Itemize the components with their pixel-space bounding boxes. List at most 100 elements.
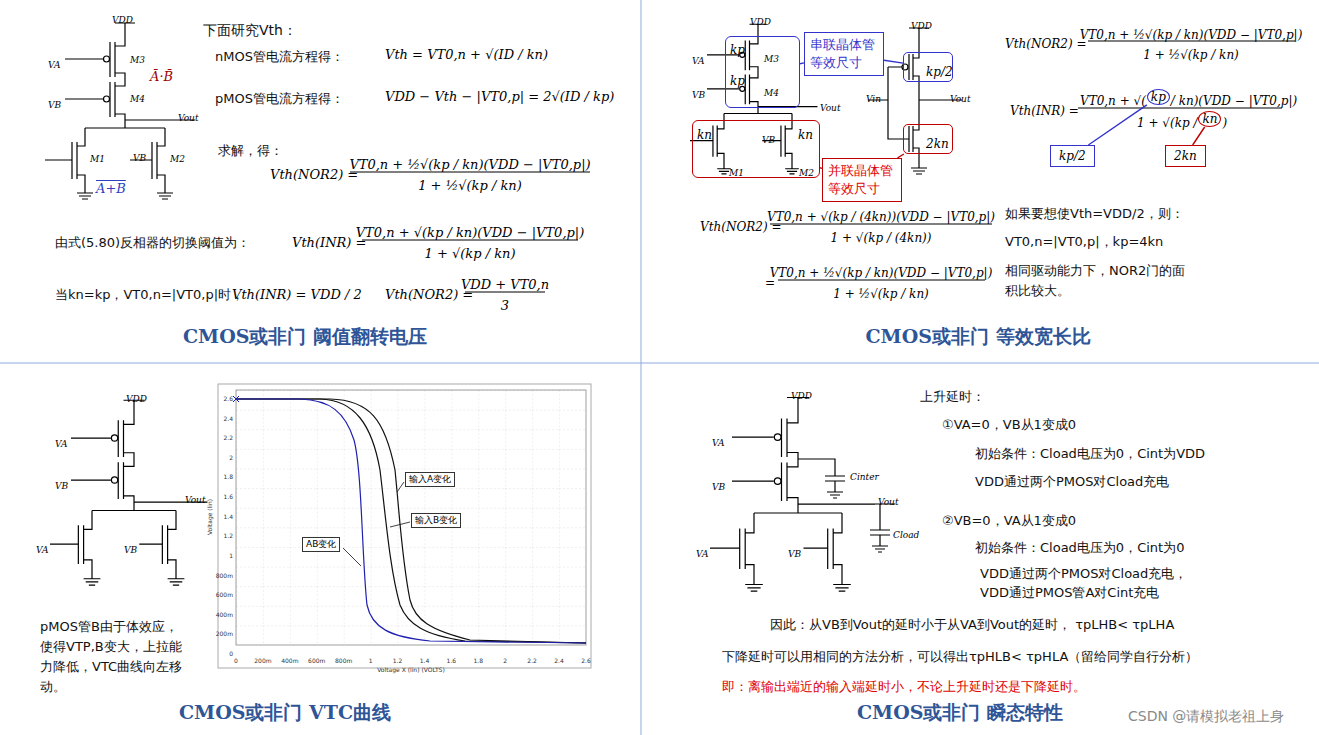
label-text: A+B: [96, 181, 126, 196]
label-box: 因此：从VB到Vout的延时小于从VA到Vout的延时， τpLHB< τpLH…: [770, 614, 1174, 634]
label-box: pMOS管电流方程得：: [215, 88, 344, 108]
label-text: 相同驱动能力下，NOR2门的面积比较大。: [1005, 263, 1185, 298]
label-text: VDD: [750, 17, 771, 27]
label-text: VA: [36, 545, 48, 555]
label-text: 1.8: [474, 657, 484, 664]
label-text: VT0,n + ½√(kp / kn)(VDD − |VT0,p|): [349, 157, 590, 172]
label-text: 200m: [216, 630, 233, 637]
label-text: Vth(NOR2) =: [1005, 37, 1086, 51]
node-text: 输入A变化: [409, 473, 451, 486]
text-slot: M1: [729, 161, 744, 180]
text-slot: kp: [730, 39, 745, 58]
label-text: 0: [229, 650, 233, 657]
label-box: M1: [90, 147, 105, 166]
callout-box: 并联晶体管等效尺寸: [822, 158, 902, 202]
label-text: Cinter: [850, 472, 879, 482]
label-box: 上升延时：: [920, 386, 985, 406]
label-box: VT0,n + √(kp / (4kn))(VDD − |VT0,p|): [767, 206, 995, 225]
label-text: VDD: [791, 391, 812, 401]
node-text: kp: [730, 74, 745, 88]
label-text: 1 + √(kp /: [1137, 116, 1197, 130]
label-box: CMOS或非门 瞬态特性: [857, 700, 1063, 726]
label-text: VB: [55, 481, 68, 491]
text-slot: kp/2: [926, 61, 953, 80]
text-slot: 2kn: [926, 133, 949, 152]
group-box: kpkpM3M4: [725, 36, 800, 108]
label-box: VB: [712, 475, 725, 494]
label-box: Vin: [866, 87, 881, 106]
label-box: Voltage (lin): [197, 499, 216, 535]
label-text: Vout: [950, 94, 971, 104]
label-box: Cload: [893, 523, 919, 542]
label-box: 200m: [254, 648, 271, 667]
label-box: 2.4: [223, 406, 233, 425]
label-box: Vth(INR) = VDD / 2: [232, 284, 362, 303]
fraction-bars: [350, 41, 1295, 292]
label-text: M1: [90, 154, 105, 164]
label-text: VDD + VT0,n: [461, 277, 549, 292]
label-text: VB: [762, 135, 775, 145]
label-box: Vth(NOR2) =: [270, 164, 358, 183]
label-box: VDD: [112, 8, 133, 27]
label-box: 400m: [281, 648, 298, 667]
label-box: VDD: [791, 384, 812, 403]
label-box: 1.8: [474, 648, 484, 667]
label-text: 2.4: [223, 415, 233, 422]
label-box: M3: [130, 48, 145, 67]
node-text: kn: [697, 128, 712, 142]
label-box: VT0,n + ½√(kp / kn)(VDD − |VT0,p|): [1080, 24, 1303, 43]
label-box: 1.4: [223, 504, 233, 523]
node-text: M1: [729, 168, 744, 178]
label-box: VA: [36, 538, 48, 557]
label-box: VA: [712, 431, 724, 450]
label-box: 800m: [216, 563, 233, 582]
label-box: 3: [501, 295, 509, 314]
label-box: 下面研究Vth：: [203, 20, 297, 40]
label-text: VA: [692, 56, 704, 66]
node-text: kp/2: [926, 65, 953, 79]
label-box: 1 + √(kp / (4kn)): [831, 227, 932, 246]
label-box: VDD + VT0,n: [461, 274, 549, 293]
label-box: 初始条件：Cload电压为0，Cint为VDD: [975, 443, 1205, 463]
label-text: Vth(INR) =: [1010, 104, 1079, 118]
label-box: 600m: [216, 582, 233, 601]
label-text: 2.6: [581, 657, 591, 664]
label-box: VA: [48, 53, 60, 72]
callout-box: 2kn: [1165, 145, 1206, 167]
label-box: Vout: [950, 87, 971, 106]
label-box: 2: [503, 648, 507, 667]
label-text: 1.2: [393, 657, 403, 664]
label-text: VDD: [911, 21, 932, 31]
label-text: CMOS或非门 VTC曲线: [179, 701, 391, 723]
label-box: 400m: [216, 602, 233, 621]
text-slot: kp: [730, 70, 745, 89]
label-box: VA: [696, 542, 708, 561]
label-box: Vout: [178, 106, 199, 125]
label-box: 1 + √(kp /: [1137, 112, 1197, 131]
callout-box: 串联晶体管等效尺寸: [804, 32, 884, 76]
label-box: 1.2: [393, 648, 403, 667]
node-text: 2kn: [1174, 149, 1197, 163]
label-text: VDD: [126, 394, 147, 404]
chart-label-box: AB变化: [302, 537, 340, 552]
node-text: AB变化: [306, 538, 336, 551]
node-text: 串联晶体管等效尺寸: [810, 36, 878, 72]
label-text: 600m: [216, 591, 233, 598]
label-text: VA: [696, 549, 708, 559]
label-text: CMOS或非门 瞬态特性: [857, 701, 1063, 723]
node-text: kn: [798, 128, 813, 142]
label-text: VT0,n=|VT0,p|，kp=4kn: [1005, 234, 1163, 249]
label-text: 1.2: [223, 532, 233, 539]
label-box: Vth(INR) =: [1010, 100, 1079, 119]
label-box: 1 + ½√(kp / kn): [418, 175, 522, 194]
label-box: CMOS或非门 VTC曲线: [179, 700, 391, 726]
label-box: VA: [55, 432, 67, 451]
label-box: 由式(5.80)反相器的切换阈值为：: [55, 232, 250, 252]
circle-mark: kp: [1147, 89, 1170, 105]
label-box: 当kn=kp，VT0,n=|VT0,p|时，: [55, 284, 244, 304]
label-box: VT0,n + ½√(kp / kn)(VDD − |VT0,p|): [349, 154, 590, 173]
label-box: 600m: [308, 648, 325, 667]
label-text: Cload: [893, 530, 919, 540]
group-box: knknM1M2: [692, 120, 820, 178]
